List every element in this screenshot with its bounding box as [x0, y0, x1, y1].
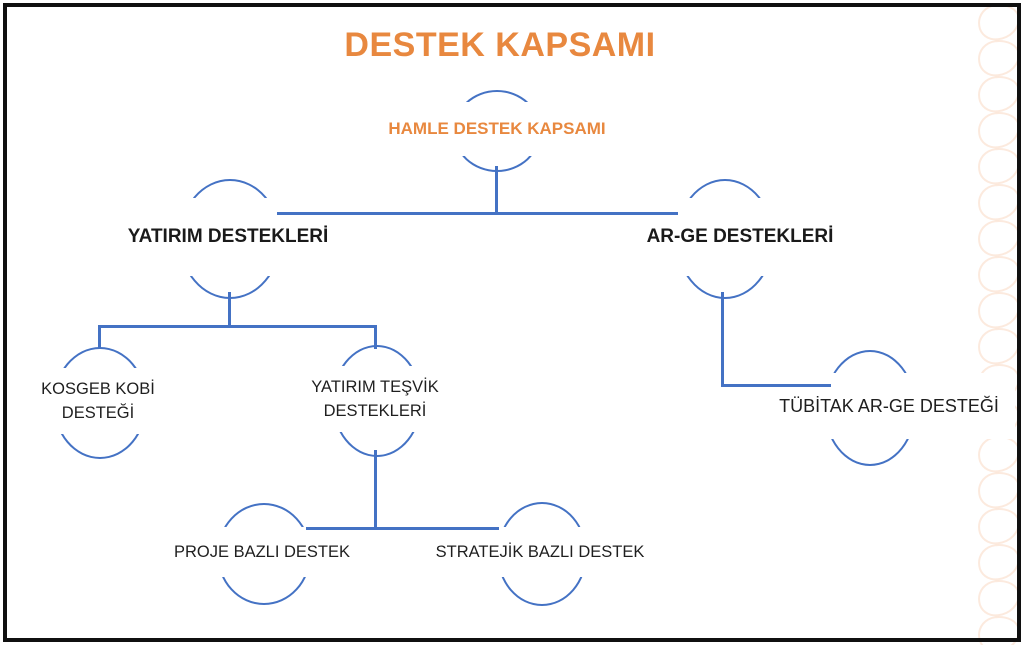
decor-blob	[976, 541, 1022, 583]
decor-blob	[976, 217, 1022, 259]
node-kosgeb: KOSGEB KOBİ DESTEĞİ	[10, 368, 186, 434]
node-kosgeb-label-line2: DESTEĞİ	[61, 404, 135, 422]
decor-blob	[976, 325, 1022, 367]
decor-blob	[976, 181, 1022, 223]
decor-blob	[976, 433, 1022, 475]
node-tesvik-label-line1: YATIRIM TEŞVİK	[311, 378, 439, 396]
node-yatirim: YATIRIM DESTEKLERİ	[106, 198, 350, 276]
connector-tesvik-stub	[374, 325, 377, 349]
decor-blob	[976, 109, 1022, 151]
node-tesvik-label-line2: DESTEKLERİ	[323, 402, 427, 420]
decor-blob	[976, 469, 1022, 511]
connector-tesvik-trunk	[374, 450, 377, 530]
connector-yatirim-branch-horizontal	[98, 325, 377, 328]
node-yatirim-label: YATIRIM DESTEKLERİ	[127, 226, 329, 247]
connector-tubitak-elbow	[721, 384, 831, 387]
node-proje-label: PROJE BAZLI DESTEK	[173, 542, 351, 561]
page-title: DESTEK KAPSAMI	[344, 26, 656, 64]
connector-arge-trunk	[721, 292, 724, 387]
decor-blob	[976, 73, 1022, 115]
node-proje: PROJE BAZLI DESTEK	[158, 527, 366, 577]
node-stratejik: STRATEJİK BAZLI DESTEK	[428, 527, 652, 577]
node-arge: AR-GE DESTEKLERİ	[618, 198, 862, 276]
node-hamle: HAMLE DESTEK KAPSAMI	[345, 102, 649, 156]
node-tubitak-label: TÜBİTAK AR-GE DESTEĞİ	[779, 395, 999, 416]
node-stratejik-label: STRATEJİK BAZLI DESTEK	[435, 542, 645, 561]
decor-blob	[976, 613, 1022, 645]
decor-blob	[976, 505, 1022, 547]
connector-yatirim-trunk	[228, 292, 231, 328]
connector-level1-horizontal	[277, 212, 678, 215]
node-arge-label: AR-GE DESTEKLERİ	[646, 226, 834, 247]
node-tesvik: YATIRIM TEŞVİK DESTEKLERİ	[288, 366, 462, 432]
node-kosgeb-label-line1: KOSGEB KOBİ	[41, 380, 155, 398]
connector-kosgeb-stub	[98, 325, 101, 349]
connector-level3-horizontal	[306, 527, 499, 530]
node-tubitak: TÜBİTAK AR-GE DESTEĞİ	[763, 373, 1015, 439]
decor-blob	[976, 145, 1022, 187]
node-hamle-label: HAMLE DESTEK KAPSAMI	[388, 119, 606, 138]
decor-blob	[976, 577, 1022, 619]
decor-blob	[976, 253, 1022, 295]
decor-blob	[976, 289, 1022, 331]
connector-root-trunk	[495, 166, 498, 215]
